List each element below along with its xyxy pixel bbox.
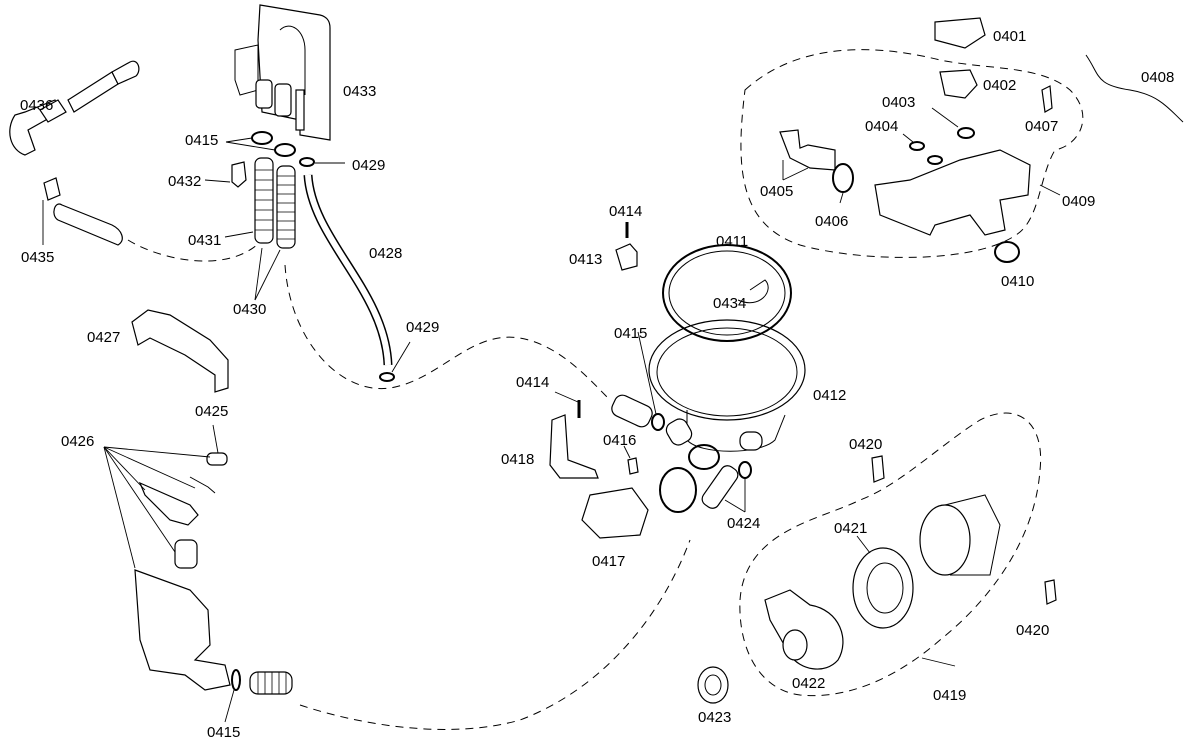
- part-0405: [779, 129, 836, 171]
- part-0402: [939, 69, 978, 99]
- part-0409-valve-body: [874, 149, 1031, 236]
- part-0410-clamp: [994, 241, 1020, 263]
- label-0422: 0422: [792, 675, 825, 692]
- label-0418: 0418: [501, 451, 534, 468]
- label-0408: 0408: [1141, 69, 1174, 86]
- label-0420-b: 0420: [1016, 622, 1049, 639]
- label-0407: 0407: [1025, 118, 1058, 135]
- label-0415-b: 0415: [614, 325, 647, 342]
- part-0420-clip-a: [871, 455, 885, 483]
- part-0401: [934, 17, 986, 49]
- label-0434: 0434: [713, 295, 746, 312]
- label-0411: 0411: [716, 233, 748, 250]
- label-0420-a: 0420: [849, 436, 882, 453]
- part-0411-seal: [662, 244, 792, 342]
- label-0423: 0423: [698, 709, 731, 726]
- part-0407: [1041, 85, 1053, 113]
- part-0420-clip-b: [1044, 579, 1057, 605]
- part-labels: 0401 0402 0403 0404 0405 0406 0407 0408 …: [20, 28, 1174, 741]
- part-0432-clip: [231, 161, 247, 188]
- part-0436-drain-hose: [9, 60, 140, 246]
- part-0412-sump: [648, 319, 806, 470]
- label-0435: 0435: [21, 249, 54, 266]
- label-0402: 0402: [983, 77, 1016, 94]
- label-0419: 0419: [933, 687, 966, 704]
- label-0414-b: 0414: [516, 374, 549, 391]
- label-0415-c: 0415: [207, 724, 240, 741]
- part-0424-hose-b: [701, 465, 739, 509]
- part-0429-clamp-top: [299, 157, 315, 167]
- part-0435-clip: [43, 177, 61, 201]
- part-0433-air-break: [234, 4, 331, 141]
- part-0419-motor: [919, 494, 1001, 576]
- assembly-boundary-0409: [740, 49, 1084, 258]
- label-0404: 0404: [865, 118, 898, 135]
- part-0418-bracket: [549, 414, 599, 479]
- part-0427-cover: [131, 309, 229, 393]
- label-0421: 0421: [834, 520, 867, 537]
- label-0414-a: 0414: [609, 203, 642, 220]
- label-0425: 0425: [195, 403, 228, 420]
- label-0405: 0405: [760, 183, 793, 200]
- label-0429-b: 0429: [406, 319, 439, 336]
- hose-path-0430: [284, 264, 611, 401]
- label-0429-a: 0429: [352, 157, 385, 174]
- part-0415-ring-a: [251, 131, 273, 145]
- label-0412: 0412: [813, 387, 846, 404]
- part-0413: [615, 243, 638, 271]
- label-0410: 0410: [1001, 273, 1034, 290]
- part-0416-clip: [627, 457, 639, 475]
- part-0421-impeller-housing: [852, 547, 914, 629]
- part-0415-ring-c: [651, 413, 665, 431]
- part-0417-pump: [581, 487, 649, 539]
- part-0404-ring-b: [927, 155, 943, 165]
- part-0429-clamp-bottom: [379, 372, 395, 382]
- label-0430: 0430: [233, 301, 266, 318]
- part-0415-ring-d: [659, 467, 697, 513]
- part-0422-pump-volute: [764, 589, 844, 670]
- label-0403: 0403: [882, 94, 915, 111]
- hose-path-drain: [127, 239, 263, 262]
- label-0432: 0432: [168, 173, 201, 190]
- label-0415-a: 0415: [185, 132, 218, 149]
- part-0430-hose: [276, 165, 296, 249]
- label-0431: 0431: [188, 232, 221, 249]
- label-0413: 0413: [569, 251, 602, 268]
- label-0401: 0401: [993, 28, 1026, 45]
- label-0426: 0426: [61, 433, 94, 450]
- part-0406-oring: [832, 163, 854, 193]
- label-0406: 0406: [815, 213, 848, 230]
- label-0424: 0424: [727, 515, 760, 532]
- label-0417: 0417: [592, 553, 625, 570]
- label-0428: 0428: [369, 245, 402, 262]
- part-0425: [206, 452, 228, 466]
- part-0403-ring: [957, 127, 975, 139]
- label-0433: 0433: [343, 83, 376, 100]
- part-0415-ring-b: [274, 143, 296, 157]
- part-0408-wire: [1085, 54, 1184, 123]
- part-0404-ring-a: [909, 141, 925, 151]
- label-0416: 0416: [603, 432, 636, 449]
- part-0423-seal: [697, 666, 729, 704]
- part-0424-hose-a: [611, 394, 653, 428]
- part-0426-valve-assembly: [134, 476, 293, 695]
- label-0409: 0409: [1062, 193, 1095, 210]
- label-0427: 0427: [87, 329, 120, 346]
- hose-path-pump: [299, 539, 691, 730]
- label-0436: 0436: [20, 97, 53, 114]
- part-0431-hose: [254, 157, 274, 244]
